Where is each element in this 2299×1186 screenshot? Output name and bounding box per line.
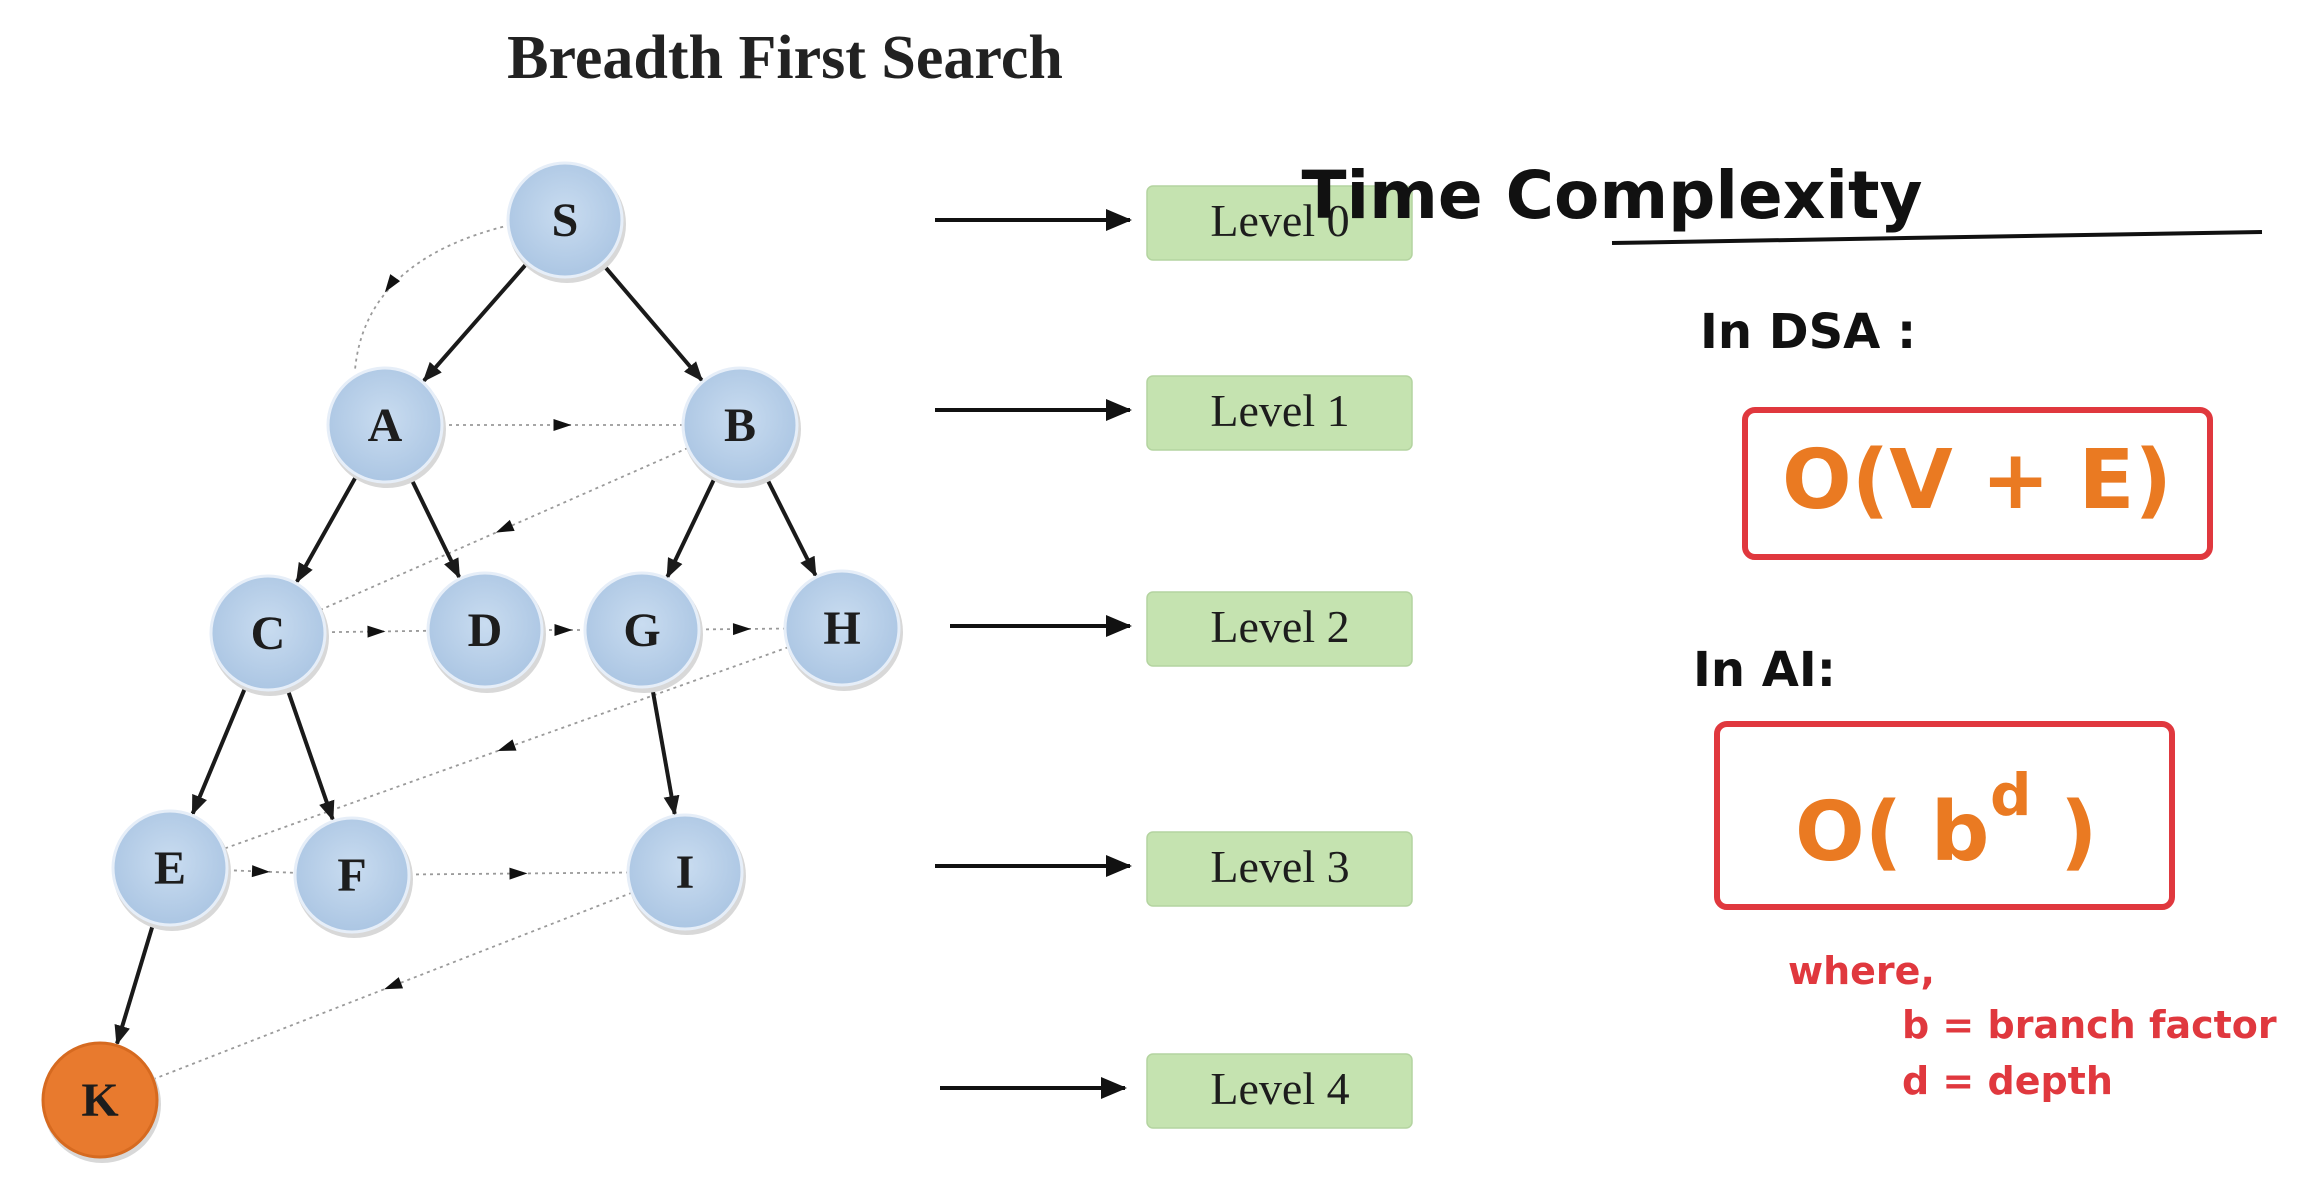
traversal-arrowhead bbox=[554, 624, 573, 636]
level-0-label: Level 0 bbox=[1210, 195, 1349, 246]
node-B: B bbox=[681, 366, 801, 488]
dsa-formula: O(V + E) bbox=[1782, 433, 2172, 528]
traversal-arrowhead bbox=[732, 623, 751, 636]
traversal-arrowhead bbox=[495, 519, 515, 533]
node-F: F bbox=[293, 816, 413, 938]
node-G: G bbox=[583, 571, 703, 693]
time-complexity-panel: Time Complexity In DSA : O(V + E) In AI:… bbox=[1301, 157, 2276, 1103]
node-S: S bbox=[506, 161, 626, 283]
node-G-circle bbox=[583, 571, 701, 689]
traversal-arrowhead bbox=[384, 274, 401, 293]
node-D: D bbox=[426, 571, 546, 693]
node-F-circle bbox=[293, 816, 411, 934]
node-A: A bbox=[326, 366, 446, 488]
b-definition: b = branch factor bbox=[1902, 1003, 2277, 1047]
node-B-label: B bbox=[724, 399, 756, 452]
node-C: C bbox=[209, 574, 329, 696]
level-1-box bbox=[1146, 375, 1413, 451]
dsa-label: In DSA : bbox=[1700, 304, 1916, 360]
traversal-arrowhead bbox=[384, 977, 404, 990]
traversal-step bbox=[354, 224, 511, 371]
tree-nodes: S A B C D G H E F I K bbox=[41, 161, 903, 1163]
node-G-label: G bbox=[623, 604, 660, 657]
traversal-arrowhead bbox=[367, 625, 386, 638]
level-1-label: Level 1 bbox=[1210, 385, 1349, 436]
ai-formula-close: ) bbox=[2060, 785, 2097, 880]
edge-C-F bbox=[284, 684, 335, 822]
ai-formula-exponent: d bbox=[1990, 761, 2032, 829]
node-E-circle bbox=[111, 809, 229, 927]
node-A-label: A bbox=[368, 399, 403, 452]
edge-B-H bbox=[762, 473, 818, 578]
page-title: Breadth First Search bbox=[507, 24, 1063, 92]
node-E-label: E bbox=[154, 842, 186, 895]
node-E: E bbox=[111, 809, 231, 931]
traversal-arrowhead bbox=[509, 867, 528, 880]
edge-B-G bbox=[665, 473, 719, 579]
node-C-label: C bbox=[251, 607, 286, 660]
tree-edges bbox=[114, 260, 818, 1046]
level-1-indicator: Level 1 bbox=[935, 375, 1413, 451]
node-S-circle bbox=[506, 161, 624, 279]
node-I: I bbox=[626, 813, 746, 935]
where-label: where, bbox=[1788, 949, 1935, 993]
traversal-arrowhead bbox=[497, 739, 517, 752]
traversal-path bbox=[152, 224, 789, 1081]
complexity-heading: Time Complexity bbox=[1301, 157, 1922, 234]
traversal-step bbox=[152, 891, 633, 1081]
level-3-indicator: Level 3 bbox=[935, 831, 1413, 907]
ai-label: In AI: bbox=[1693, 642, 1836, 698]
ai-formula-base: O( b bbox=[1795, 785, 1989, 880]
node-H: H bbox=[783, 569, 903, 691]
d-definition: d = depth bbox=[1902, 1059, 2113, 1103]
level-0-indicator: Level 0 bbox=[935, 185, 1413, 261]
node-K-circle bbox=[41, 1041, 159, 1159]
node-A-circle bbox=[326, 366, 444, 484]
edge-A-C bbox=[295, 471, 360, 584]
level-4-box bbox=[1146, 1053, 1413, 1129]
node-K: K bbox=[41, 1041, 161, 1163]
node-D-label: D bbox=[468, 604, 503, 657]
traversal-arrowhead bbox=[251, 865, 270, 878]
traversal-step bbox=[408, 871, 629, 876]
node-D-circle bbox=[426, 571, 544, 689]
node-S-label: S bbox=[552, 194, 579, 247]
level-indicators: Level 0 Level 1 Level 2 Level 3 Level 4 bbox=[935, 185, 1413, 1129]
node-H-label: H bbox=[823, 602, 860, 655]
node-H-circle bbox=[783, 569, 901, 687]
node-K-label: K bbox=[81, 1074, 118, 1127]
level-2-indicator: Level 2 bbox=[950, 591, 1413, 667]
traversal-arrowhead bbox=[553, 419, 572, 431]
traversal-step bbox=[223, 646, 789, 850]
edge-C-E bbox=[190, 682, 249, 816]
level-2-label: Level 2 bbox=[1210, 601, 1349, 652]
node-B-circle bbox=[681, 366, 799, 484]
ai-formula-box bbox=[1714, 721, 2175, 910]
level-4-label: Level 4 bbox=[1210, 1063, 1349, 1114]
level-3-label: Level 3 bbox=[1210, 841, 1349, 892]
heading-underline bbox=[1611, 230, 2263, 245]
edge-S-A bbox=[422, 260, 531, 383]
node-C-circle bbox=[209, 574, 327, 692]
edge-E-K bbox=[114, 920, 157, 1046]
svg-text:O( b: O( b bbox=[1795, 785, 1989, 880]
dsa-formula-box bbox=[1742, 407, 2213, 560]
node-F-label: F bbox=[337, 849, 366, 902]
edge-A-D bbox=[407, 473, 461, 579]
level-4-indicator: Level 4 bbox=[940, 1053, 1413, 1129]
node-I-circle bbox=[626, 813, 744, 931]
level-2-box bbox=[1146, 591, 1413, 667]
node-I-label: I bbox=[676, 846, 695, 899]
ai-formula: O( b d ) bbox=[1795, 761, 2097, 880]
edge-S-B bbox=[599, 260, 704, 382]
level-0-box bbox=[1146, 185, 1413, 261]
edge-G-I bbox=[649, 683, 680, 816]
level-3-box bbox=[1146, 831, 1413, 907]
traversal-step bbox=[226, 869, 296, 874]
